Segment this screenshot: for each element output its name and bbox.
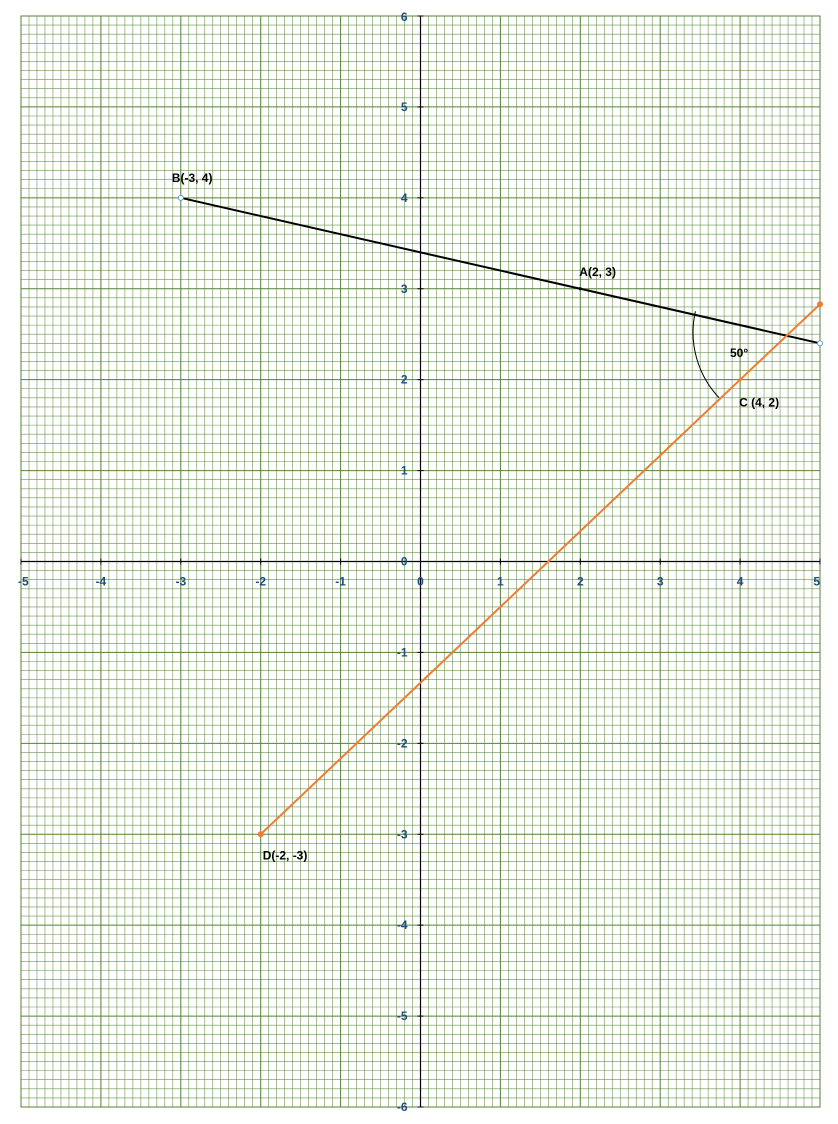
y-tick-label: 1 [401,464,408,478]
angle-arc [692,311,720,399]
y-tick-label: 0 [401,555,408,569]
x-tick-label: -5 [18,575,29,589]
y-tick-label: -4 [397,918,408,932]
y-tick-label: 5 [401,100,408,114]
point-label: C (4, 2) [739,396,779,410]
y-axis-ticks: -6 -5 -4 -3 -2 -1 0 1 2 3 4 5 6 [397,10,424,1114]
angle-annotation: 50° [692,311,748,399]
x-tick-label: -3 [175,575,186,589]
point-labels: B(-3, 4) A(2, 3) C (4, 2) D(-2, -3) [172,171,779,862]
x-tick-label: 2 [577,575,584,589]
x-tick-label: 4 [737,575,744,589]
x-axis-ticks: -5 -4 -3 -2 -1 0 1 2 3 4 5 [18,558,821,589]
y-tick-label: -5 [397,1009,408,1023]
point-marker-d [257,831,264,838]
x-tick-label: 0 [417,575,424,589]
x-tick-label: -2 [255,575,266,589]
point-marker-c [738,378,742,382]
series-layer [177,194,823,838]
y-tick-label: 4 [401,191,408,205]
line-ab-end-marker [817,340,823,347]
x-tick-label: 1 [497,575,504,589]
y-tick-label: 3 [401,282,408,296]
x-tick-label: -4 [96,575,107,589]
angle-label: 50° [730,346,748,360]
y-tick-label: -6 [397,1100,408,1114]
y-tick-label: -1 [397,645,408,659]
point-marker-b [177,194,184,201]
point-label: A(2, 3) [579,265,616,279]
y-tick-label: -2 [397,736,408,750]
x-tick-label: 5 [813,575,820,589]
x-tick-label: 3 [657,575,664,589]
y-tick-label: 2 [401,373,408,387]
point-marker-a [578,287,582,291]
point-label: B(-3, 4) [172,171,213,185]
point-label: D(-2, -3) [263,848,308,862]
y-tick-label: 6 [401,10,408,24]
y-tick-label: -3 [397,827,408,841]
line-cd-end-marker [817,301,823,308]
x-tick-label: -1 [335,575,346,589]
